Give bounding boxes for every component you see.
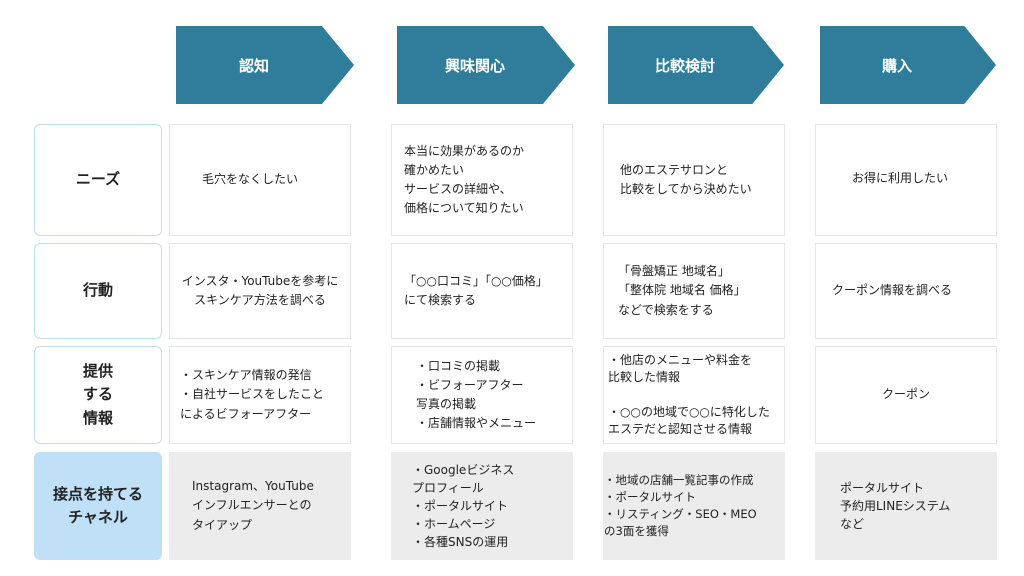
stage-arrow-interest: 興味関心 [397,26,575,104]
cell-channel-comparison: ・地域の店舗一覧記事の作成 ・ポータルサイト ・リスティング・SEO・MEO の… [603,452,785,560]
stage-arrow-comparison: 比較検討 [608,26,784,104]
cell-info-awareness: ・スキンケア情報の発信 ・自社サービスをしたこと によるビフォーアフター [169,346,351,444]
row-header-info: 提供 する 情報 [34,346,162,444]
row-header-label: 提供 する 情報 [82,362,113,427]
stage-arrow-awareness: 認知 [176,26,354,104]
cell-info-interest: ・口コミの掲載 ・ビフォーアフター 写真の掲載 ・店舗情報やメニュー [391,346,573,444]
cell-text: クーポン情報を調べる [832,283,953,298]
cell-action-awareness: インスタ・YouTubeを参考に スキンケア方法を調べる [169,243,351,339]
cell-text: ・地域の店舗一覧記事の作成 ・ポータルサイト ・リスティング・SEO・MEO の… [604,472,757,539]
cell-text: お得に利用したい [852,171,949,185]
cell-text: ・他店のメニューや料金を 比較した情報 ・○○の地域で○○に特化した エステだと… [608,352,770,437]
cell-text: ・スキンケア情報の発信 ・自社サービスをしたこと によるビフォーアフター [180,368,325,421]
cell-text: 本当に効果があるのか 確かめたい サービスの詳細や、 価格について知りたい [404,143,525,216]
cell-text: インスタ・YouTubeを参考に スキンケア方法を調べる [181,273,339,307]
cell-needs-awareness: 毛穴をなくしたい [169,124,351,236]
cell-needs-interest: 本当に効果があるのか 確かめたい サービスの詳細や、 価格について知りたい [391,124,573,236]
cell-text: 「骨盤矯正 地域名」 「整体院 地域名 価格」 などで検索をする [618,264,746,317]
cell-info-purchase: クーポン [815,346,997,444]
cell-text: ポータルサイト 予約用LINEシステム など [840,481,951,531]
cell-channel-awareness: Instagram、YouTube インフルエンサーとの タイアップ [169,452,351,560]
cell-needs-purchase: お得に利用したい [815,124,997,236]
cell-text: クーポン [881,387,930,402]
cell-action-purchase: クーポン情報を調べる [815,243,997,339]
row-header-label: ニーズ [75,170,121,189]
cell-text: 他のエステサロンと 比較をしてから決めたい [620,162,752,196]
row-header-label: 接点を持てる チャネル [52,484,143,526]
cell-text: Instagram、YouTube インフルエンサーとの タイアップ [192,479,314,532]
cell-action-comparison: 「骨盤矯正 地域名」 「整体院 地域名 価格」 などで検索をする [603,243,785,339]
cell-action-interest: 「○○口コミ」「○○価格」 にて検索する [391,243,573,339]
cell-text: 毛穴をなくしたい [202,172,299,187]
cell-text: 「○○口コミ」「○○価格」 にて検索する [404,273,548,307]
cell-text: ・口コミの掲載 ・ビフォーアフター 写真の掲載 ・店舗情報やメニュー [416,358,537,431]
row-header-label: 行動 [82,281,113,300]
cell-channel-interest: ・Googleビジネス プロフィール ・ポータルサイト ・ホームページ ・各種S… [391,452,573,560]
cell-needs-comparison: 他のエステサロンと 比較をしてから決めたい [603,124,785,236]
row-header-needs: ニーズ [34,124,162,236]
cell-text: ・Googleビジネス プロフィール ・ポータルサイト ・ホームページ ・各種S… [412,463,515,549]
cell-channel-purchase: ポータルサイト 予約用LINEシステム など [815,452,997,560]
row-header-action: 行動 [34,243,162,339]
row-header-channel: 接点を持てる チャネル [34,452,162,560]
stage-arrow-purchase: 購入 [820,26,996,104]
cell-info-comparison: ・他店のメニューや料金を 比較した情報 ・○○の地域で○○に特化した エステだと… [603,346,785,444]
